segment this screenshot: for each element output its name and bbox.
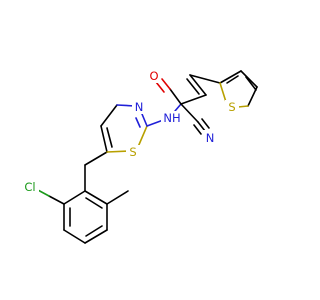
- structure-canvas: O NH N S S N Cl: [21, 69, 258, 244]
- bond: [137, 125, 148, 148]
- bond-c-o-2: [155, 81, 165, 93]
- bond-inner: [135, 117, 141, 128]
- bond-alkene-double-1: [189, 74, 207, 96]
- atom-label-thiazole-n: N: [132, 100, 146, 114]
- bond-nitrile-1: [197, 121, 206, 132]
- bond: [237, 105, 249, 108]
- bond-alkene-single: [180, 94, 207, 105]
- atom-label-chlorine: Cl: [21, 180, 39, 194]
- bond: [100, 104, 118, 127]
- atom-label-oxygen: O: [147, 69, 161, 83]
- bond-ch2-thiazole: [84, 151, 108, 166]
- chlorophenyl-ring: [63, 190, 108, 244]
- molecule-drawing: O NH N S S N Cl: [21, 69, 258, 244]
- bond: [100, 125, 108, 153]
- bond-c-cl: [48, 195, 65, 205]
- bond-alkene-double-2: [186, 78, 200, 95]
- bond-c-o-1: [161, 78, 171, 90]
- nitrile-n-label: N: [206, 131, 215, 145]
- bond-inner: [245, 76, 257, 91]
- bond-inner: [106, 127, 113, 148]
- bond: [219, 70, 242, 84]
- atom-label-nh: NH: [161, 111, 183, 125]
- bond-c-cn: [180, 103, 199, 123]
- atom-label-thiophene-s: S: [225, 100, 239, 114]
- bond-nh-co: [174, 103, 182, 112]
- atom-label-thiazole-s: S: [126, 145, 140, 159]
- bond-inner: [226, 75, 239, 84]
- amide-nh-label: NH: [163, 111, 180, 125]
- bond: [84, 229, 108, 244]
- bond-inner: [85, 197, 103, 209]
- thiazole-n-label: N: [135, 100, 144, 114]
- bond: [63, 229, 86, 244]
- thiophene-ring: [219, 70, 258, 108]
- bond: [63, 190, 86, 205]
- bond-co: [169, 88, 182, 105]
- thiophene-s-label: S: [228, 100, 235, 114]
- oxygen-label: O: [149, 69, 158, 83]
- bond: [240, 70, 258, 88]
- chlorine-label: Cl: [24, 180, 35, 194]
- bond-nitrile-2: [201, 118, 210, 129]
- bond: [84, 190, 108, 205]
- bond-vinyl: [189, 74, 221, 84]
- bond-benzyl: [106, 190, 129, 205]
- bond-nitrile-3: [193, 124, 202, 135]
- atom-label-nitrile-n: N: [203, 130, 217, 145]
- bond: [219, 82, 227, 103]
- thiazole-s-label: S: [129, 145, 136, 159]
- bond: [106, 150, 130, 153]
- bond: [247, 86, 258, 107]
- bond-inner: [85, 225, 103, 237]
- bond: [141, 113, 148, 127]
- thiazole-ring: [100, 104, 148, 153]
